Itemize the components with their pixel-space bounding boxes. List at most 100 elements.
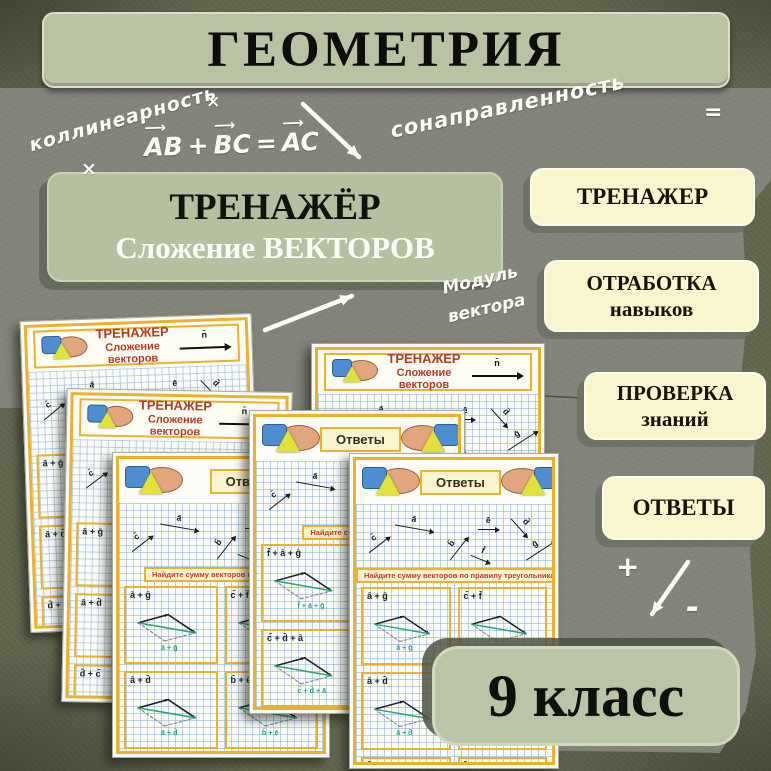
vector-label: ḡ (529, 538, 540, 550)
arrowhead-icon (384, 533, 393, 542)
arrowhead-icon (224, 342, 232, 351)
arrowhead-icon (484, 559, 492, 567)
arrowhead-icon (522, 532, 531, 541)
vector-label: d̄ (501, 406, 513, 417)
worksheet-logo-icon (500, 464, 552, 500)
arrowhead-icon (471, 416, 477, 423)
logo-triangle-icon (276, 430, 300, 452)
exercise-sum-label: ā + ḡ (130, 590, 151, 600)
cross-mark: × (206, 92, 221, 112)
logo-triangle-icon (98, 411, 117, 428)
vector-label: c̄ (85, 467, 96, 479)
worksheet-logo-icon (400, 421, 458, 457)
arrowhead-icon (494, 526, 500, 533)
exercise-box: f̄ + ḡf̄ + ḡ (457, 757, 547, 762)
exercise-sum-label: d̄ + ē (367, 761, 388, 762)
formula-vector: ⟶BC (213, 115, 252, 160)
arrowhead-icon (517, 371, 524, 380)
logo-triangle-icon (376, 473, 400, 495)
equals-mark: = (704, 100, 723, 125)
answer-construction: f̄ + ā + ḡ (274, 572, 333, 610)
exercise-sum-label: ā + ḡ (82, 526, 104, 537)
vector-label: b̄ (212, 537, 224, 548)
logo-triangle-icon (139, 472, 163, 494)
vector-label: ē (485, 515, 491, 526)
answer-construction: ā + d̄ (374, 700, 430, 737)
vector-label: c̄ (368, 532, 379, 544)
handwriting-vector-formula: ⟶AB+⟶BC=⟶AC (143, 113, 320, 163)
vector-arrow: ā (159, 512, 201, 539)
side-button-knowledge-check: ПРОВЕРКА знаний (584, 372, 766, 440)
logo-triangle-icon (52, 342, 71, 360)
vector-arrow: d̄ (505, 513, 534, 543)
hero-card: ТРЕНАЖЁР Сложение ВЕКТОРОВ (47, 172, 503, 282)
hero-subtitle: Сложение ВЕКТОРОВ (115, 229, 435, 265)
worksheet-logo-icon (362, 464, 420, 500)
vector-label: ē (172, 378, 178, 389)
side-button-trainer: ТРЕНАЖЕР (530, 168, 755, 226)
vector-label: d̄ (210, 377, 222, 389)
side-button-answers: ОТВЕТЫ (602, 476, 765, 540)
svg-text:ā + ḡ: ā + ḡ (396, 645, 412, 652)
title-text: ГЕОМЕТРИЯ (207, 22, 565, 78)
vector-label: ā (411, 513, 418, 525)
answers-label: Ответы (420, 469, 501, 495)
logo-triangle-icon (520, 473, 545, 495)
exercise-sum-label: ā + d̄ (44, 528, 67, 540)
worksheet-logo-icon (262, 421, 320, 457)
exercise-sum-label: f̄ + ḡ (464, 761, 483, 762)
arrowhead-icon (503, 422, 511, 431)
vector-label: b̄ (445, 538, 458, 549)
arrowhead-icon (284, 490, 293, 499)
vector-arrow: d̄ (486, 403, 515, 433)
vector-label: c̄ (268, 489, 279, 501)
vector-arrow: c̄ (39, 396, 70, 426)
svg-text:c̄ + d̄ + ā: c̄ + d̄ + ā (297, 686, 327, 695)
exercise-sum-label: ā + ḡ (42, 457, 64, 469)
hero-title: ТРЕНАЖЁР (169, 187, 381, 229)
svg-text:b̄ + ē: b̄ + ē (261, 728, 278, 737)
grade-badge: 9 класс (432, 646, 740, 746)
exercise-box: d̄ + ēd̄ + ē (361, 757, 451, 762)
logo-triangle-icon (420, 430, 445, 452)
vector-label: ḡ (511, 428, 522, 440)
exercise-sum-label: d̄ + c̄ (79, 668, 101, 679)
exercise-box: ā + d̄ā + d̄ (124, 671, 218, 749)
vector-arrow-icon: ⟶ (213, 115, 236, 135)
vector-arrow-icon: ⟶ (281, 113, 304, 133)
arrowhead-icon (429, 528, 436, 536)
vector-label: c̄ (131, 531, 142, 543)
logo-triangle-icon (343, 366, 361, 382)
formula-vector: ⟶AB (143, 118, 184, 163)
vector-arrow: c̄ (127, 529, 158, 558)
vector-arrow: c̄ (264, 487, 295, 516)
worksheet-logo-icon (41, 332, 88, 366)
arrowhead-icon (193, 527, 200, 535)
svg-text:ā + d̄: ā + d̄ (161, 728, 178, 737)
arrowhead-icon (532, 428, 538, 437)
vector-label: f̄ (479, 545, 487, 556)
worksheet-logo-icon (332, 356, 378, 388)
arrowhead-icon (330, 485, 337, 493)
vector-label: ē (462, 405, 468, 416)
side-button-practice: ОТРАБОТКА навыков (544, 260, 759, 332)
vector-arrow: c̄ (364, 530, 395, 559)
vector-arrow: ē (477, 515, 500, 537)
exercise-sum-label: ā + d̄ (80, 597, 102, 608)
header-vector-n: n̄ (470, 358, 524, 385)
vector-label: ā (175, 512, 183, 524)
vector-label: ā (312, 470, 319, 482)
vector-arrow-icon: ⟶ (144, 118, 167, 138)
vector-label: d̄ (520, 516, 532, 527)
worksheet-logo-icon (87, 401, 134, 434)
minus-mark: - (686, 588, 700, 626)
